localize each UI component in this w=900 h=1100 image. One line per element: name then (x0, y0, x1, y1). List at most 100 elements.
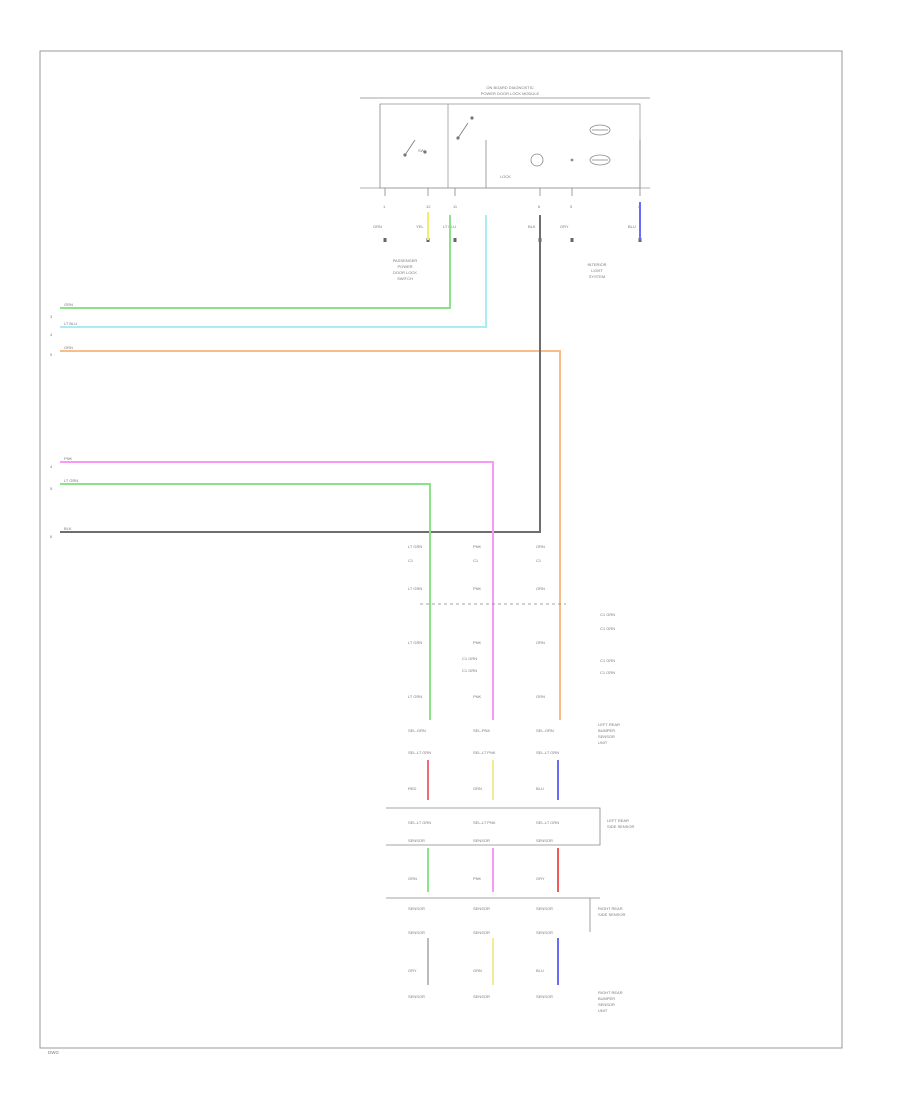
sensor-stub-wires (427, 760, 559, 985)
svg-text:LIGHT: LIGHT (591, 268, 603, 273)
svg-text:C1 GRN: C1 GRN (600, 658, 615, 663)
pin-number: 12 (426, 204, 431, 209)
sensor-boxes (386, 807, 601, 932)
column-label: ORN (536, 640, 545, 645)
svg-text:C1 GRN: C1 GRN (462, 656, 477, 661)
svg-text:POWER: POWER (397, 264, 412, 269)
column-label: ORN (536, 586, 545, 591)
wire-pnk (60, 461, 494, 720)
column-label: GRN (473, 786, 482, 791)
column-label: SENSOR (473, 906, 490, 911)
column-label: SEL-GRN (408, 728, 426, 733)
harness-wire-label: LT BLU (64, 321, 77, 326)
joint-labels: C1 GRN C1 GRN C1 GRN C1 GRN C1 GRN C1 GR… (462, 612, 615, 675)
left-reference: 5 (50, 486, 53, 491)
column-label: ORN (536, 544, 545, 549)
wire-lt-grn (60, 483, 431, 720)
column-label: PNK (473, 694, 482, 699)
svg-text:RIGHT REAR: RIGHT REAR (598, 906, 623, 911)
left-reference: 5 (50, 352, 53, 357)
svg-text:C1 GRN: C1 GRN (600, 670, 615, 675)
wire-lt-blu (60, 215, 487, 328)
column-label: RED (408, 786, 417, 791)
diagram-frame (39, 50, 843, 1049)
pin-terminal (570, 238, 574, 242)
column-label: LT GRN (408, 544, 422, 549)
column-label: SENSOR (408, 994, 425, 999)
svg-text:LEFT REAR: LEFT REAR (598, 722, 620, 727)
svg-text:SYSTEM: SYSTEM (589, 274, 605, 279)
column-label: SEL-LT ORN (536, 750, 559, 755)
harness-wire-label: ORN (64, 345, 73, 350)
column-label: SENSOR (408, 838, 425, 843)
column-label: SENSOR (536, 994, 553, 999)
column-label: LT GRN (408, 586, 422, 591)
svg-text:SIDE SENSOR: SIDE SENSOR (607, 824, 634, 829)
lock-label: LOCK (500, 174, 511, 179)
pin-number: 6 (538, 204, 541, 209)
pin-wire-color: YEL (416, 224, 424, 229)
column-label: SENSOR (473, 930, 490, 935)
svg-text:SENSOR: SENSOR (598, 1002, 615, 1007)
svg-text:SWITCH: SWITCH (397, 276, 413, 281)
svg-text:UNIT: UNIT (598, 740, 608, 745)
svg-text:C1 GRN: C1 GRN (462, 668, 477, 673)
column-label: SENSOR (536, 930, 553, 935)
column-label: SEL-LT ORN (536, 820, 559, 825)
connector-stub-wires (427, 202, 641, 240)
wire-blk (60, 215, 541, 533)
device-labels: LEFT REAR BUMPER SENSOR UNIT LEFT REAR S… (598, 722, 634, 1013)
left-reference: 4 (50, 464, 53, 469)
column-label: ORN (536, 694, 545, 699)
left-device-label: PASSENGER POWER DOOR LOCK SWITCH (393, 258, 418, 281)
harness-labels: GRN LT BLU ORN PNK LT GRN BLK (64, 302, 78, 531)
column-label: BLU (536, 786, 544, 791)
svg-text:DOOR LOCK: DOOR LOCK (393, 270, 417, 275)
wire-orn (60, 350, 561, 720)
column-label: SENSOR (473, 838, 490, 843)
svg-text:C1 GRN: C1 GRN (600, 626, 615, 631)
column-label: SEL-LT GRN (408, 820, 431, 825)
switch-symbol (403, 116, 474, 157)
column-label: SEL-ORN (536, 728, 554, 733)
svg-text:LEFT REAR: LEFT REAR (607, 818, 629, 823)
svg-text:BUMPER: BUMPER (598, 996, 615, 1001)
pin-wire-color: BLK (528, 224, 536, 229)
svg-text:BUMPER: BUMPER (598, 728, 615, 733)
pin-wire-color: GRY (560, 224, 569, 229)
harness-wire-label: GRN (64, 302, 73, 307)
column-label: GRY (536, 876, 545, 881)
lamp-symbol (485, 124, 641, 188)
pin-number: 5 (570, 204, 573, 209)
column-label: SEL-LT PNK (473, 750, 496, 755)
svg-text:UNIT: UNIT (598, 1008, 608, 1013)
column-label: C1 (536, 558, 542, 563)
harness-wire-label: BLK (64, 526, 72, 531)
column-label: GRY (408, 968, 417, 973)
wire-grn (60, 215, 451, 309)
svg-text:RIGHT REAR: RIGHT REAR (598, 990, 623, 995)
pin-wire-color: GRN (373, 224, 382, 229)
column-label: PNK (473, 586, 482, 591)
column-label: SENSOR (536, 906, 553, 911)
pin-number: 1 (383, 204, 386, 209)
svg-text:INTERIOR: INTERIOR (587, 262, 606, 267)
harness-wire-label: PNK (64, 456, 73, 461)
column-label: BLU (536, 968, 544, 973)
switch-label: SW (418, 148, 425, 153)
harness-wire-label: LT GRN (64, 478, 78, 483)
column-label: PNK (473, 544, 482, 549)
footer-code: DWG (48, 1050, 59, 1055)
column-label: SEL-LT PNK (473, 820, 496, 825)
column-label: C1 (473, 558, 479, 563)
svg-text:PASSENGER: PASSENGER (393, 258, 418, 263)
pin-number: 11 (453, 204, 458, 209)
column-label: GRN (473, 968, 482, 973)
right-device-label: INTERIOR LIGHT SYSTEM (587, 262, 606, 279)
svg-text:C1 GRN: C1 GRN (600, 612, 615, 617)
column-label: SENSOR (408, 930, 425, 935)
column-label: SEL-PNK (473, 728, 490, 733)
pin-terminal (383, 238, 387, 242)
